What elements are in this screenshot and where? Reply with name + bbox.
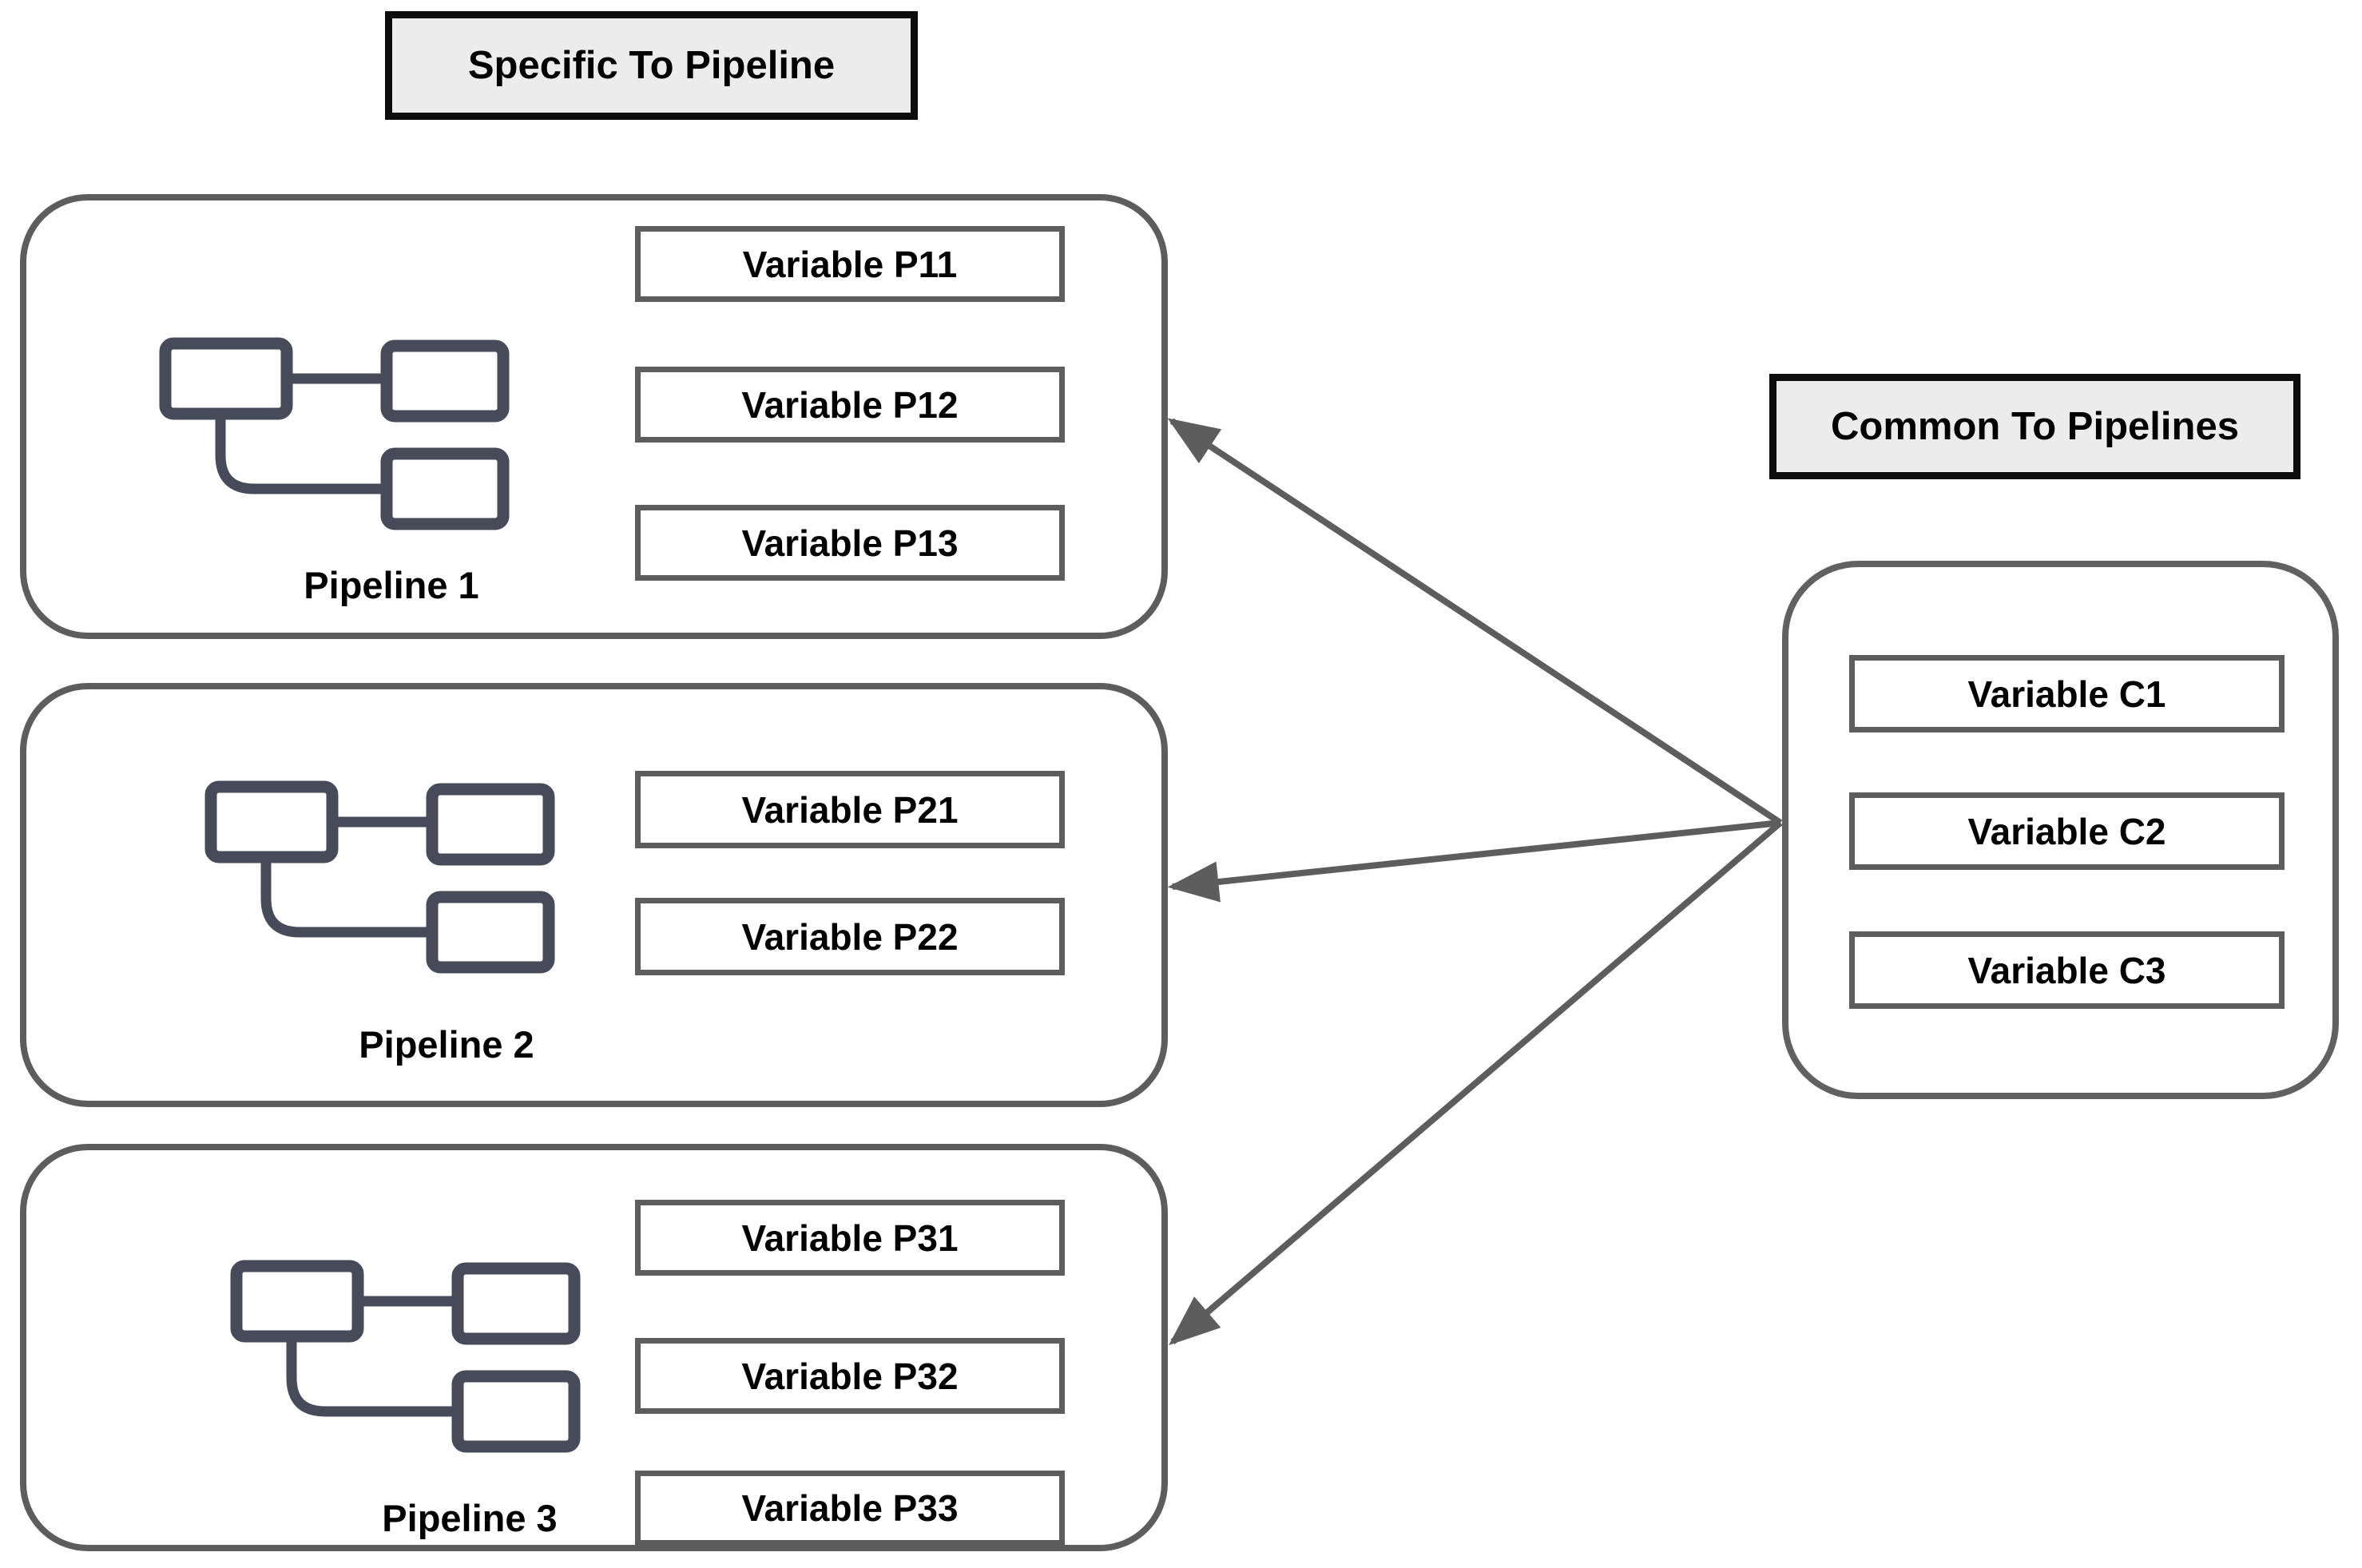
variable-p13-text: Variable P13: [741, 522, 959, 564]
variable-p33-text: Variable P33: [741, 1487, 959, 1529]
variable-p21-text: Variable P21: [741, 788, 959, 831]
variable-box-p32: Variable P32: [635, 1338, 1065, 1414]
pipeline-3-name: Pipeline 3: [382, 1497, 558, 1539]
arrow-common-to-pipeline-2: [1167, 820, 1781, 903]
arrow-common-to-pipeline-1: [1167, 418, 1783, 826]
variable-c2-text: Variable C2: [1967, 810, 2166, 852]
variable-box-p11: Variable P11: [635, 226, 1065, 302]
variable-box-p13: Variable P13: [635, 505, 1065, 581]
variable-p12-text: Variable P12: [741, 383, 959, 426]
pipeline-flowchart-icon: [204, 780, 555, 974]
variable-box-c3: Variable C3: [1849, 931, 2285, 1009]
variable-box-p31: Variable P31: [635, 1200, 1065, 1276]
arrow-common-to-pipeline-3: [1169, 820, 1783, 1346]
pipeline-2-name: Pipeline 2: [359, 1023, 534, 1066]
variable-box-p33: Variable P33: [635, 1471, 1065, 1546]
variable-box-p12: Variable P12: [635, 367, 1065, 443]
variable-p11-text: Variable P11: [742, 243, 958, 285]
common-to-pipelines-label: Common To Pipelines: [1769, 374, 2300, 479]
variable-c1-text: Variable C1: [1967, 673, 2166, 715]
variable-box-c1: Variable C1: [1849, 655, 2285, 732]
variable-p32-text: Variable P32: [741, 1355, 959, 1397]
specific-to-pipeline-label: Specific To Pipeline: [385, 11, 918, 120]
variable-p22-text: Variable P22: [741, 915, 959, 958]
variable-p31-text: Variable P31: [741, 1217, 959, 1259]
specific-to-pipeline-text: Specific To Pipeline: [467, 44, 836, 87]
pipeline-flowchart-icon: [159, 337, 510, 530]
pipeline-1-name: Pipeline 1: [304, 564, 479, 606]
variable-c3-text: Variable C3: [1967, 949, 2166, 991]
pipeline-flowchart-icon: [230, 1260, 581, 1453]
common-to-pipelines-text: Common To Pipelines: [1831, 405, 2239, 448]
variable-box-p21: Variable P21: [635, 771, 1065, 848]
variable-box-p22: Variable P22: [635, 898, 1065, 975]
pipeline-2-group: [20, 683, 1168, 1107]
variable-box-c2: Variable C2: [1849, 792, 2285, 870]
